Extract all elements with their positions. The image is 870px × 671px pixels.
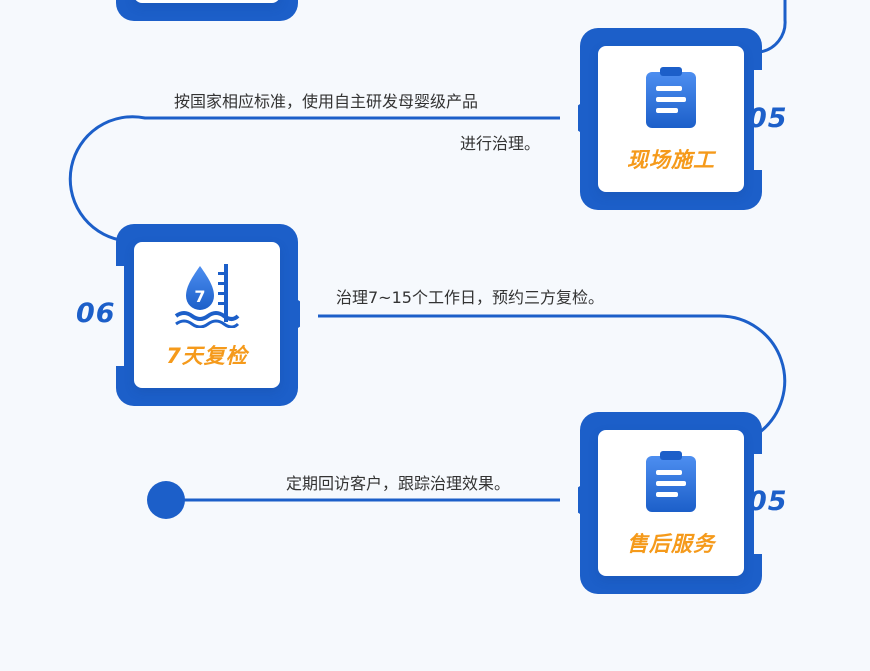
step-description-line: 治理7~15个工作日，预约三方复检。: [336, 288, 604, 307]
step-description-line: 按国家相应标准，使用自主研发母婴级产品: [174, 92, 479, 111]
step-card-onsite: 现场施工: [578, 26, 764, 212]
step-card-recheck: 7 7天复检: [114, 222, 300, 408]
timeline-end-dot: [147, 481, 185, 519]
step-card-partial: [114, 0, 300, 23]
step-label: 7天复检: [166, 344, 248, 368]
connector-line-1: [68, 115, 560, 242]
card-inner: 7 7天复检: [134, 242, 280, 388]
step-number: 06: [76, 298, 116, 329]
step-description-line: 定期回访客户，跟踪治理效果。: [286, 474, 511, 493]
clipboard-icon: [646, 451, 696, 512]
connector-line-2: [318, 314, 787, 434]
step-number: 05: [748, 103, 788, 134]
card-frame: [116, 0, 298, 21]
step-label: 现场施工: [627, 148, 715, 172]
water-level-icon-number: 7: [194, 287, 205, 306]
connector-line-top: [759, 0, 787, 54]
clipboard-icon: [646, 67, 696, 128]
water-level-icon: 7: [174, 264, 240, 328]
card-inner: [134, 0, 280, 3]
card-inner: 现场施工: [598, 46, 744, 192]
card-inner: 售后服务: [598, 430, 744, 576]
step-description-line: 进行治理。: [460, 134, 541, 153]
step-card-aftersales: 售后服务: [578, 410, 764, 596]
step-label: 售后服务: [627, 532, 715, 556]
step-number: 05: [748, 486, 788, 517]
